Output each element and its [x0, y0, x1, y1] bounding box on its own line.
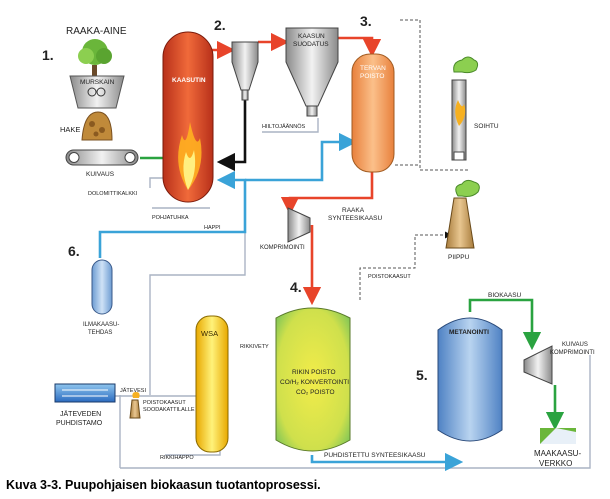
crusher-hopper	[69, 75, 125, 109]
label-maakaasuverkko-1: MAAKAASU-	[534, 449, 581, 458]
gas-filter	[285, 27, 339, 117]
tar-removal-vessel	[351, 53, 395, 173]
char-return-flow	[216, 100, 247, 172]
label-wsa: WSA	[201, 329, 218, 338]
label-maakaasuverkko-2: VERKKO	[539, 459, 572, 468]
label-kuivaus: KUIVAUS	[86, 171, 115, 178]
label-pohjatuhka: POHJATUHKA	[152, 215, 189, 221]
flare-stack	[451, 56, 479, 161]
step-1: 1.	[42, 47, 54, 63]
label-dolomittikalkki: DOLOMITTIKALKKI	[88, 191, 138, 197]
label-hiiltojaannos: HIILTOJÄÄNNÖS	[262, 123, 306, 130]
methanation-vessel	[437, 317, 503, 442]
label-kaasun-suodatus-1: KAASUN	[298, 33, 325, 40]
label-komprimointi: KOMPRIMOINTI	[260, 245, 305, 251]
label-metanointi: METANOINTI	[449, 329, 489, 336]
step-2: 2.	[214, 17, 226, 33]
label-kuivaus-komprimointi-1: KUIVAUS	[562, 342, 588, 348]
step-4: 4.	[290, 279, 302, 295]
label-poistokaasut-soodakattilalle-1: POISTOKAASUT	[143, 400, 186, 406]
label-kaasun-suodatus-2: SUODATUS	[293, 41, 329, 48]
tree-icon	[78, 39, 112, 77]
label-tervan-poisto-2: POISTO	[360, 73, 384, 80]
cyclone-separator	[231, 41, 259, 101]
label-poistokaasut: POISTOKAASUT	[368, 274, 411, 280]
label-jateveden-puhdistamo-2: PUHDISTAMO	[56, 420, 103, 427]
step-6: 6.	[68, 243, 80, 259]
label-raaka-aine: RAAKA-AINE	[66, 26, 127, 37]
label-ilmakaasutehdas-2: TEHDAS	[88, 330, 112, 336]
label-biokaasu: BIOKAASU	[488, 292, 522, 299]
label-rikkivety: RIKKIVETY	[240, 344, 269, 350]
label-jatevesi: JÄTEVESI	[120, 387, 146, 394]
blue-flows	[98, 132, 464, 472]
drying-compressor	[523, 345, 553, 385]
label-soihtu: SOIHTU	[474, 123, 499, 130]
label-puhdistettu-synteesikaasu: PUHDISTETTU SYNTEESIKAASU	[324, 452, 426, 459]
wood-chips-pile	[81, 111, 113, 141]
step-5: 5.	[416, 367, 428, 383]
label-piippu: PIIPPU	[448, 254, 470, 261]
label-tervan-poisto-1: TERVAN	[360, 65, 386, 72]
dryer-conveyor	[65, 149, 139, 166]
dashed-lines	[359, 19, 470, 300]
label-hake: HAKE	[60, 125, 80, 134]
label-ilmakaasutehdas-1: ILMAKAASU-	[83, 322, 119, 328]
step-3: 3.	[360, 13, 372, 29]
biogas-flow	[468, 298, 542, 351]
label-poistokaasut-soodakattilalle-2: SOODAKATTILALLE	[143, 407, 195, 413]
figure-caption: Kuva 3-3. Puupohjaisen biokaasun tuotant…	[6, 478, 321, 492]
syngas-compressor	[287, 207, 311, 243]
soda-boiler-stack-icon	[129, 392, 141, 419]
gas-grid-icon	[540, 428, 576, 444]
label-kaasutin: KAASUTIN	[172, 77, 206, 84]
wsa-vessel	[195, 315, 229, 453]
label-happi: HAPPI	[204, 225, 221, 231]
label-rikin-poisto-3: CO₂ POISTO	[296, 389, 335, 396]
wastewater-pool	[54, 383, 116, 403]
raw-gas-flow	[210, 32, 382, 306]
label-raaka-synteesikaasu-1: RAAKA	[342, 207, 365, 214]
label-murskain: MURSKAIN	[80, 79, 115, 86]
sulfur-removal-vessel	[275, 307, 351, 452]
chimney	[445, 179, 480, 249]
label-rikin-poisto-2: CO/H₂ KONVERTOINTI	[280, 379, 349, 386]
label-jateveden-puhdistamo-1: JÄTEVEDEN	[60, 410, 101, 418]
label-raaka-synteesikaasu-2: SYNTEESIKAASU	[328, 215, 382, 222]
label-rikkihappo: RIKKIHAPPO	[160, 455, 194, 461]
gasifier-vessel	[162, 31, 214, 203]
air-separation-tank	[91, 259, 113, 315]
label-kuivaus-komprimointi-2: KOMPRIMOINTI	[550, 350, 595, 356]
label-rikin-poisto-1: RIKIN POISTO	[292, 369, 336, 376]
